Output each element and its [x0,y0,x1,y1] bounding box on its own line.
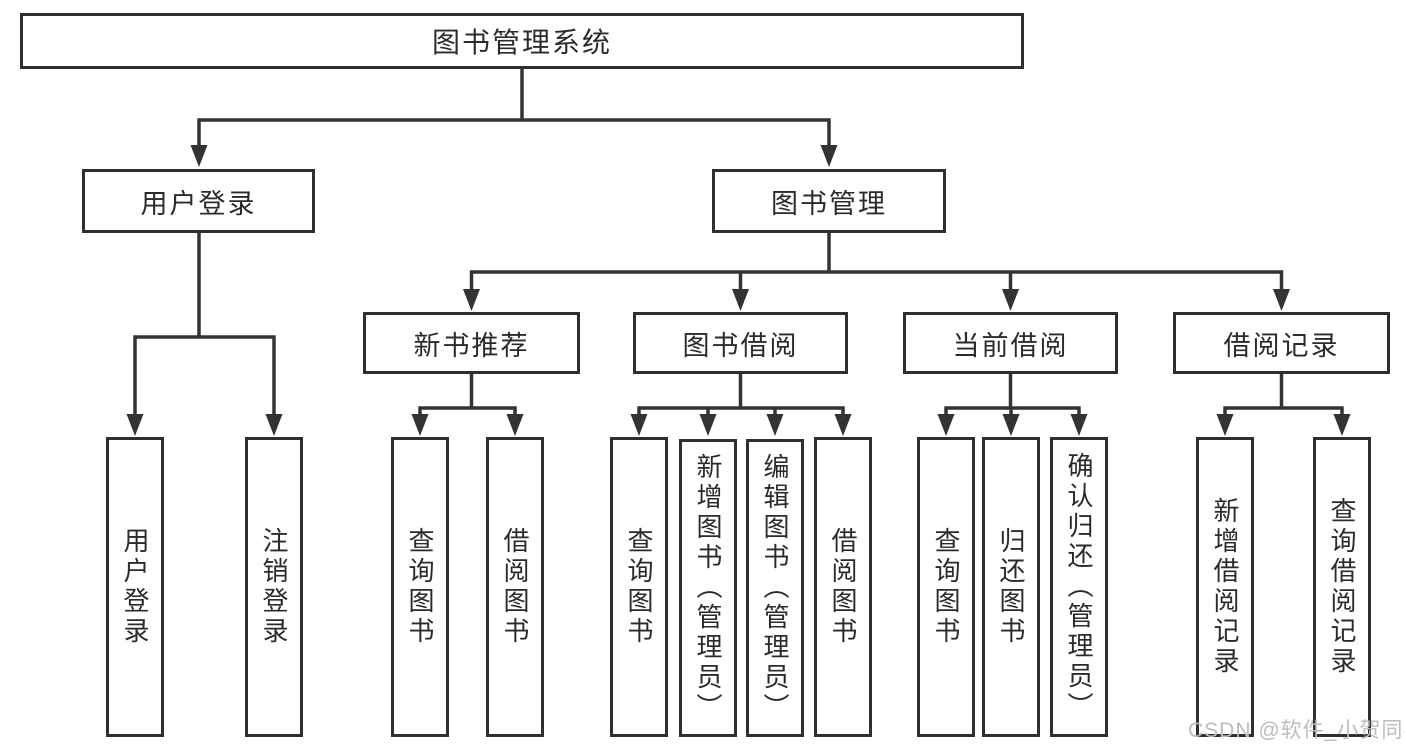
leaf-current-return-books: 归还图书 [982,437,1040,737]
leaf-current-query-books-label: 查询图书 [931,527,961,647]
leaf-current-return-books-label: 归还图书 [996,527,1026,647]
node-library-system: 图书管理系统 [20,13,1024,69]
node-new-book-recommend-label: 新书推荐 [413,330,530,361]
node-user-login: 用户登录 [82,169,315,233]
leaf-records-query-record: 查询借阅记录 [1313,437,1371,737]
leaf-borrowing-query-books: 查询图书 [610,437,668,737]
leaf-current-query-books: 查询图书 [917,437,975,737]
leaf-recommend-borrow-books: 借阅图书 [486,437,544,737]
leaf-current-confirm-return-admin: 确认归还（管理员） [1050,437,1108,737]
leaf-records-add-record-label: 新增借阅记录 [1210,497,1240,677]
leaf-borrowing-borrow-books: 借阅图书 [814,437,872,737]
node-book-borrowing: 图书借阅 [633,312,848,374]
leaf-user-login: 用户登录 [106,437,164,737]
node-user-login-label: 用户登录 [140,188,257,219]
node-borrowing-records-label: 借阅记录 [1223,330,1340,361]
leaf-borrowing-add-books-admin-label: 新增图书（管理员） [693,453,723,723]
leaf-logout: 注销登录 [245,437,303,737]
leaf-borrowing-edit-books-admin-label: 编辑图书（管理员） [760,453,790,723]
node-book-management: 图书管理 [712,169,946,233]
leaf-records-query-record-label: 查询借阅记录 [1327,497,1357,677]
leaf-recommend-borrow-books-label: 借阅图书 [500,527,530,647]
leaf-records-add-record: 新增借阅记录 [1196,437,1254,737]
node-book-management-label: 图书管理 [771,188,887,219]
leaf-logout-label: 注销登录 [259,527,289,647]
leaf-user-login-label: 用户登录 [120,527,150,647]
arrowheads [126,145,1351,436]
csdn-watermark: CSDN @软件_小贺同学 [1188,719,1405,742]
node-library-system-label: 图书管理系统 [431,27,612,58]
node-book-borrowing-label: 图书借阅 [682,330,799,361]
node-current-borrowing-label: 当前借阅 [952,330,1069,361]
leaf-recommend-query-books-label: 查询图书 [405,527,435,647]
leaf-borrowing-edit-books-admin: 编辑图书（管理员） [746,439,804,737]
node-new-book-recommend: 新书推荐 [363,312,580,374]
leaf-recommend-query-books: 查询图书 [391,437,449,737]
leaf-current-confirm-return-admin-label: 确认归还（管理员） [1064,452,1094,722]
node-borrowing-records: 借阅记录 [1173,312,1390,374]
leaf-borrowing-add-books-admin: 新增图书（管理员） [679,439,737,737]
node-current-borrowing: 当前借阅 [903,312,1118,374]
leaf-borrowing-borrow-books-label: 借阅图书 [828,527,858,647]
leaf-borrowing-query-books-label: 查询图书 [624,527,654,647]
